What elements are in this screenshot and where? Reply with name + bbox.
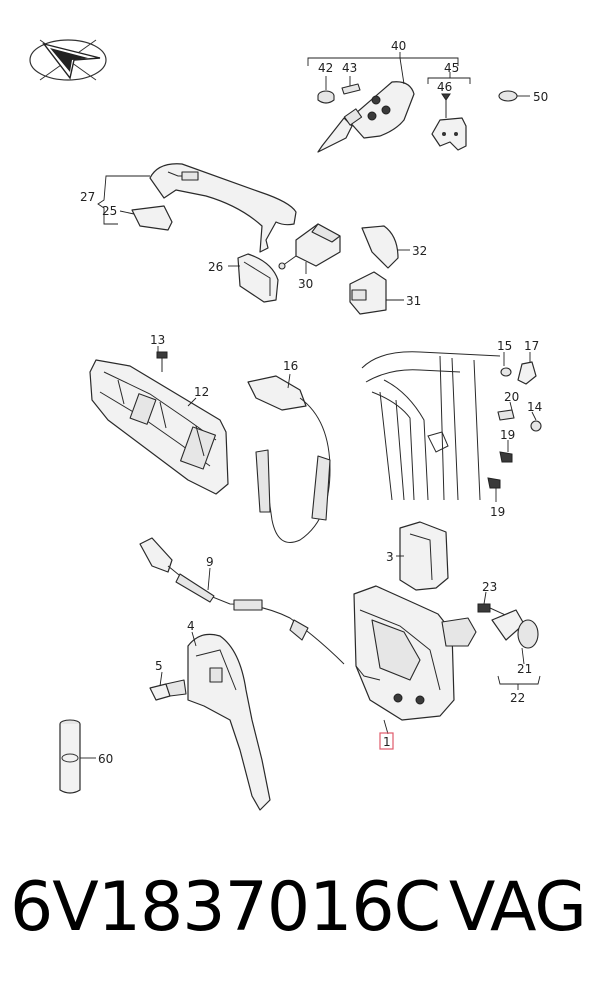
callout-60: 60 — [98, 752, 113, 766]
callout-32: 32 — [412, 244, 427, 258]
callout-14: 14 — [527, 400, 542, 414]
grease-tube-part-60 — [59, 719, 96, 794]
lock-cylinder-part — [278, 223, 341, 274]
callout-23: 23 — [482, 580, 497, 594]
callout-46: 46 — [437, 80, 452, 94]
callout-40: 40 — [391, 39, 406, 53]
striker-group — [477, 591, 541, 690]
callout-31: 31 — [406, 294, 421, 308]
callout-4: 4 — [187, 619, 195, 633]
lock-cover-part-31 — [349, 271, 404, 315]
callout-13: 13 — [150, 333, 165, 347]
callout-19-upper: 19 — [500, 428, 515, 442]
door-handle-part — [97, 163, 297, 253]
brand-name: VAG — [448, 868, 587, 947]
highlight-box — [379, 732, 394, 750]
callout-19-lower: 19 — [490, 505, 505, 519]
small-fasteners-group — [487, 352, 542, 502]
key-blade-insert-part — [341, 76, 361, 95]
callout-30: 30 — [298, 277, 313, 291]
key-bracket-40 — [307, 52, 459, 85]
lock-cap-part-32 — [361, 225, 410, 269]
callout-25: 25 — [102, 204, 117, 218]
cap-part-50 — [498, 90, 530, 102]
callout-3: 3 — [386, 550, 394, 564]
callout-15: 15 — [497, 339, 512, 353]
callout-9: 9 — [206, 555, 214, 569]
clip-part-5 — [149, 671, 187, 701]
callout-50: 50 — [533, 90, 548, 104]
callout-12: 12 — [194, 385, 209, 399]
callout-17: 17 — [524, 339, 539, 353]
battery-part — [317, 76, 335, 104]
callout-45: 45 — [444, 61, 459, 75]
callout-16: 16 — [283, 359, 298, 373]
handle-cover-part — [228, 253, 279, 303]
key-housing-45-part — [427, 72, 471, 151]
callout-42: 42 — [318, 61, 333, 75]
callout-27: 27 — [80, 190, 95, 204]
caption: 6V1837016C VAG — [10, 868, 590, 968]
lock-bracket-part-3 — [396, 521, 449, 591]
lock-cover-part-4 — [187, 631, 271, 811]
handle-carrier-part — [89, 346, 229, 495]
callout-22: 22 — [510, 691, 525, 705]
callout-43: 43 — [342, 61, 357, 75]
compass-arrow-icon — [29, 39, 107, 81]
bowden-cable-part-16 — [247, 373, 331, 543]
callout-5: 5 — [155, 659, 163, 673]
door-lock-part-1 — [353, 585, 477, 735]
callout-1: 1 — [383, 735, 391, 749]
part-number: 6V1837016C — [10, 868, 441, 947]
callout-21: 21 — [517, 662, 532, 676]
parts-diagram: 40 42 43 45 46 50 27 25 — [29, 39, 548, 811]
callout-26: 26 — [208, 260, 223, 274]
door-frame-outline — [361, 351, 501, 501]
key-fob-part — [317, 81, 415, 153]
bowden-cable-part-9 — [139, 537, 345, 665]
callout-20: 20 — [504, 390, 519, 404]
